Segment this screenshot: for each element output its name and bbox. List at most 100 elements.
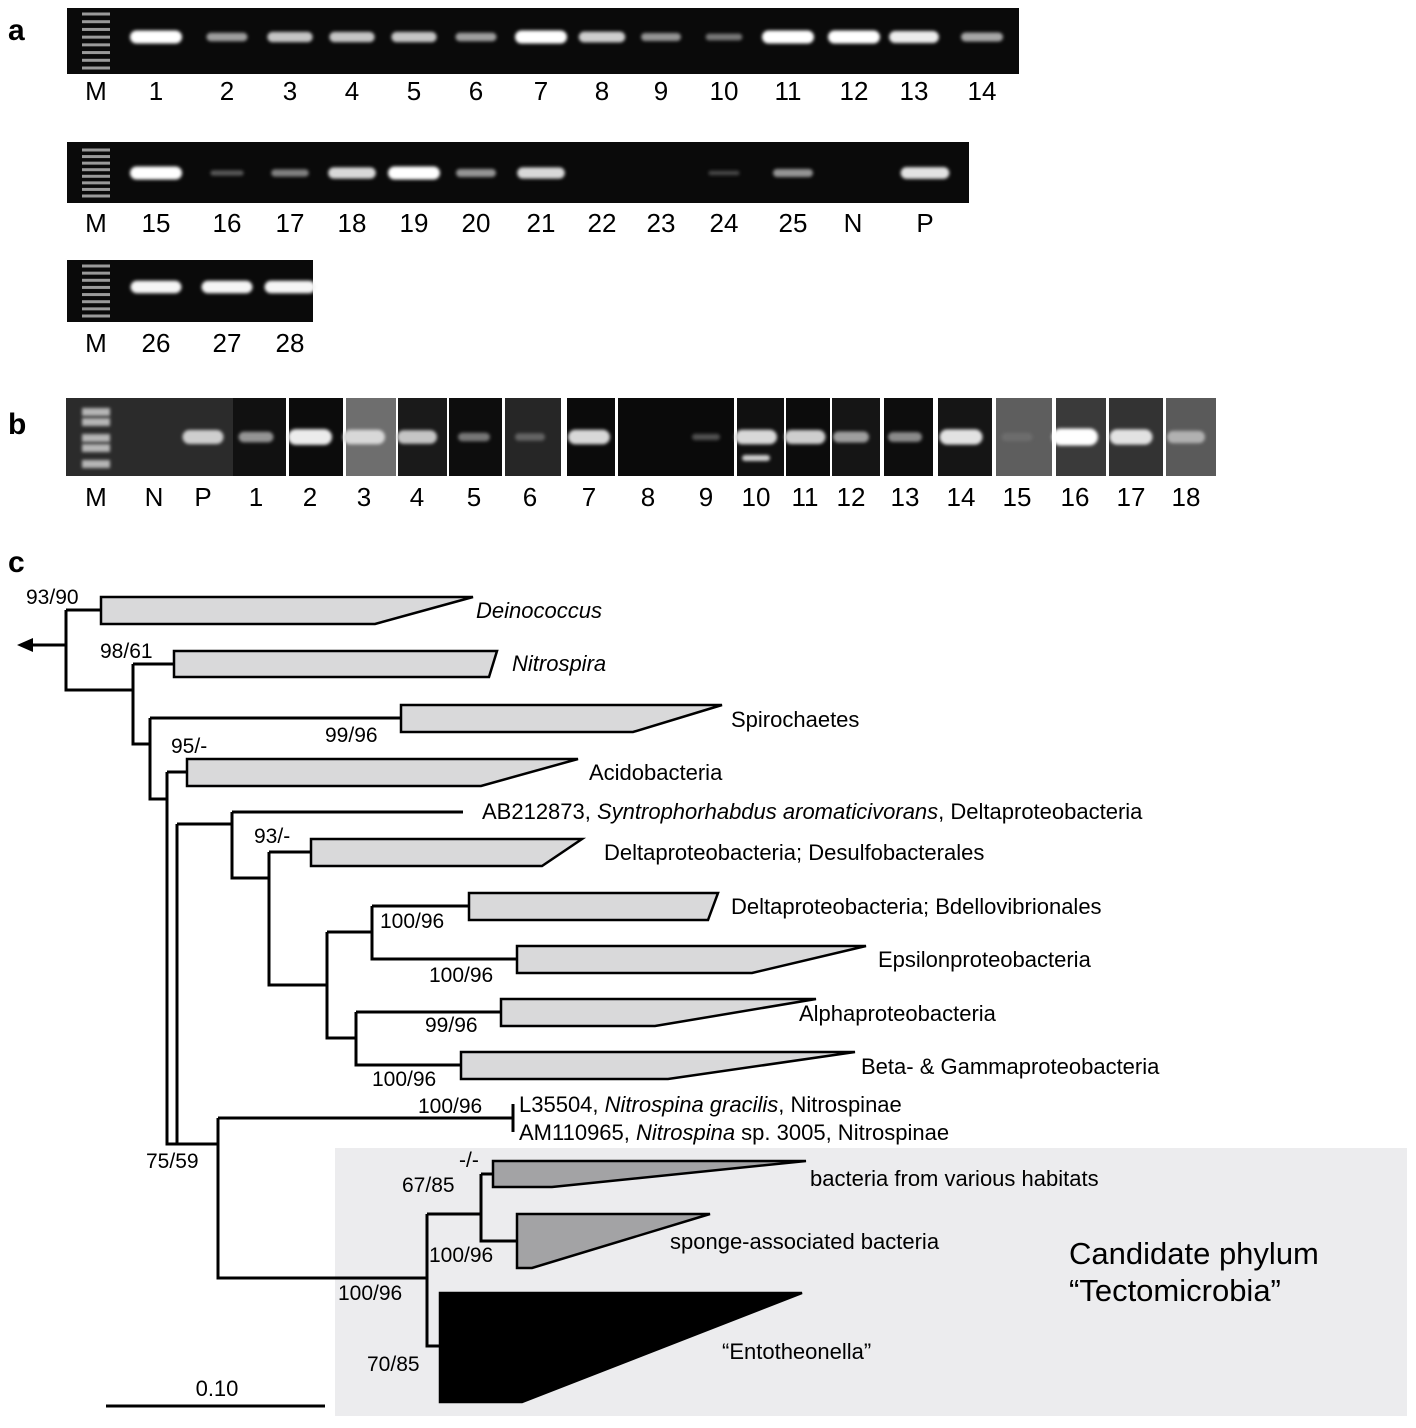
ladder-band — [82, 314, 110, 318]
bootstrap-value: 67/85 — [402, 1174, 455, 1197]
panel-a-label: a — [8, 14, 25, 47]
ladder-band — [82, 300, 110, 304]
lane-label: P — [194, 482, 211, 512]
gel-band — [900, 167, 950, 179]
lane-label: 20 — [462, 208, 491, 238]
lane-label: 12 — [840, 76, 869, 106]
ladder-band — [82, 285, 110, 289]
lane-label: 26 — [142, 328, 171, 358]
ladder-band — [82, 194, 110, 198]
clade-triangle-betagamma — [459, 1050, 856, 1081]
gel-band — [130, 280, 182, 294]
lane-label: 12 — [837, 482, 866, 512]
lane-label: 9 — [654, 76, 668, 106]
ladder-band — [82, 434, 110, 442]
gel-band — [762, 30, 814, 44]
lane-label: M — [85, 208, 107, 238]
bootstrap-value: 100/96 — [429, 1244, 493, 1267]
ladder-band — [82, 278, 110, 282]
ladder-band — [82, 174, 110, 178]
gel-band — [201, 280, 253, 294]
scale-bar-label: 0.10 — [196, 1376, 239, 1401]
lane-label: 1 — [249, 482, 263, 512]
bootstrap-value: 98/61 — [100, 640, 153, 663]
clade-label-epsilonproteobacteria: Epsilonproteobacteria — [878, 947, 1092, 972]
gel-band — [578, 31, 626, 43]
root-arrow-head — [17, 638, 33, 652]
gel-band — [458, 432, 490, 442]
gel-band — [206, 32, 248, 42]
gel-band — [238, 431, 274, 443]
ladder-band — [82, 12, 110, 16]
lane-label: 24 — [710, 208, 739, 238]
lane-label: 16 — [213, 208, 242, 238]
bootstrap-value: 99/96 — [325, 724, 378, 747]
lane-label: 2 — [220, 76, 234, 106]
gel-band — [267, 31, 313, 43]
lane-label: 18 — [1172, 482, 1201, 512]
clade-label-spirochaetes: Spirochaetes — [731, 707, 859, 732]
gel-band — [568, 429, 610, 445]
bootstrap-value: 100/96 — [380, 910, 444, 933]
gel-band — [388, 166, 440, 180]
gel-band — [343, 429, 385, 445]
lane-label: 14 — [947, 482, 976, 512]
gel-band — [708, 170, 740, 176]
gel-band — [735, 429, 777, 445]
clade-label-alphaproteobacteria: Alphaproteobacteria — [799, 1001, 997, 1026]
lane-label: 23 — [647, 208, 676, 238]
lane-label: 7 — [582, 482, 596, 512]
collapsed-clades — [99, 595, 867, 1404]
gel-band — [515, 30, 567, 44]
clade-label-desulfobacterales: Deltaproteobacteria; Desulfobacterales — [604, 840, 984, 865]
lane-label: N — [844, 208, 863, 238]
gel-band — [455, 32, 497, 42]
lane-label: 3 — [283, 76, 297, 106]
bootstrap-value: 99/96 — [425, 1014, 478, 1037]
lane-label: 17 — [1117, 482, 1146, 512]
lane-label: P — [916, 208, 933, 238]
ladder-band — [82, 181, 110, 185]
lane-label: 13 — [891, 482, 920, 512]
gel-band — [1167, 430, 1205, 444]
lane-label: 5 — [467, 482, 481, 512]
ladder-band — [82, 27, 110, 31]
ladder-band — [82, 51, 110, 55]
panel-b-label: b — [8, 408, 26, 441]
bootstrap-value: 93/- — [254, 825, 290, 848]
bootstrap-value: -/- — [459, 1149, 479, 1172]
clade-labels: Deinococcus Nitrospira Spirochaetes Acid… — [476, 598, 1160, 1364]
clade-triangle-various-habitats — [491, 1159, 807, 1189]
lane-label: 22 — [588, 208, 617, 238]
ladder-band — [82, 20, 110, 24]
ladder-band — [82, 264, 110, 268]
lane-label: 17 — [276, 208, 305, 238]
clade-triangle-entotheonella — [438, 1291, 803, 1404]
lane-label: 11 — [775, 76, 802, 106]
lane-label: 3 — [357, 482, 371, 512]
lane-label: 6 — [523, 482, 537, 512]
ladder-band — [82, 271, 110, 275]
bootstrap-value: 70/85 — [367, 1353, 420, 1376]
ladder-band — [82, 168, 110, 172]
lane-label: 6 — [469, 76, 483, 106]
bootstrap-value: 75/59 — [146, 1150, 199, 1173]
gel-band — [784, 430, 826, 444]
gel-band — [773, 168, 813, 178]
lane-label: 7 — [534, 76, 548, 106]
lane-label: M — [85, 328, 107, 358]
lane-label: 9 — [699, 482, 713, 512]
clade-label-acidobacteria: Acidobacteria — [589, 760, 723, 785]
leaf-label-am110965: AM110965, Nitrospina sp. 3005, Nitrospin… — [519, 1120, 949, 1145]
gel-band — [456, 168, 496, 178]
lane-label: 4 — [410, 482, 424, 512]
clade-triangle-bdellovibrionales — [467, 891, 720, 922]
gel-band — [182, 430, 224, 444]
leaf-label-l35504: L35504, Nitrospina gracilis, Nitrospinae — [519, 1092, 902, 1117]
ladder-band — [82, 444, 110, 452]
clade-triangle-acidobacteria — [185, 757, 579, 788]
lane-label: 28 — [276, 328, 305, 358]
gel-band — [391, 31, 437, 43]
